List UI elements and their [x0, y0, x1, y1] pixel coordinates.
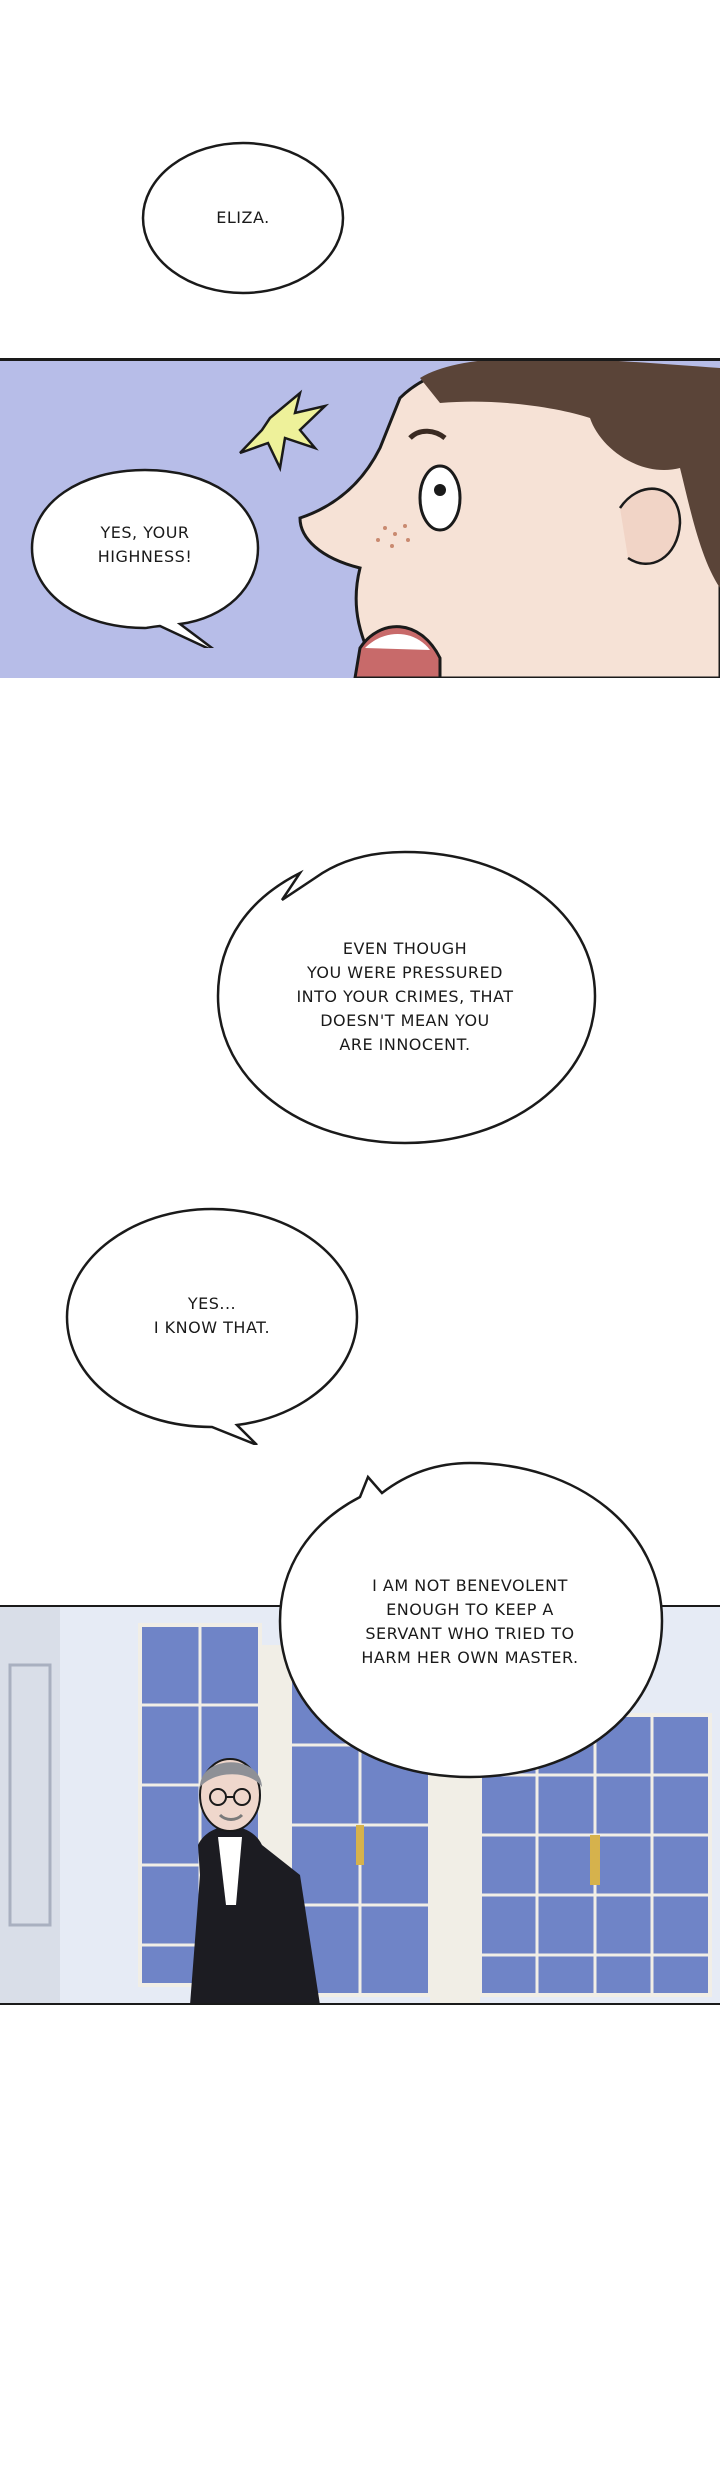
bubble-shape [141, 141, 345, 295]
speech-bubble-yes-highness [30, 468, 260, 648]
panel-border [0, 358, 720, 361]
bubble-text-know-that: YES... I KNOW THAT. [153, 1294, 271, 1337]
bubble-text-innocent: EVEN THOUGH YOU WERE PRESSURED INTO YOUR… [296, 939, 514, 1054]
panel-border [0, 2003, 720, 2005]
bubble-text-benevolent: I AM NOT BENEVOLENT ENOUGH TO KEEP A SER… [361, 1576, 579, 1667]
bubble-text-yes-highness: YES, YOUR HIGHNESS! [97, 523, 193, 566]
speech-bubble-benevolent [278, 1461, 664, 1779]
panel-surprised-girl: YES, YOUR HIGHNESS! [0, 358, 720, 678]
speech-bubble-know-that [65, 1207, 359, 1445]
bubble-text-eliza: ELIZA. [216, 208, 270, 227]
speech-bubble-innocent [216, 850, 597, 1145]
speech-bubble-eliza [140, 140, 346, 296]
